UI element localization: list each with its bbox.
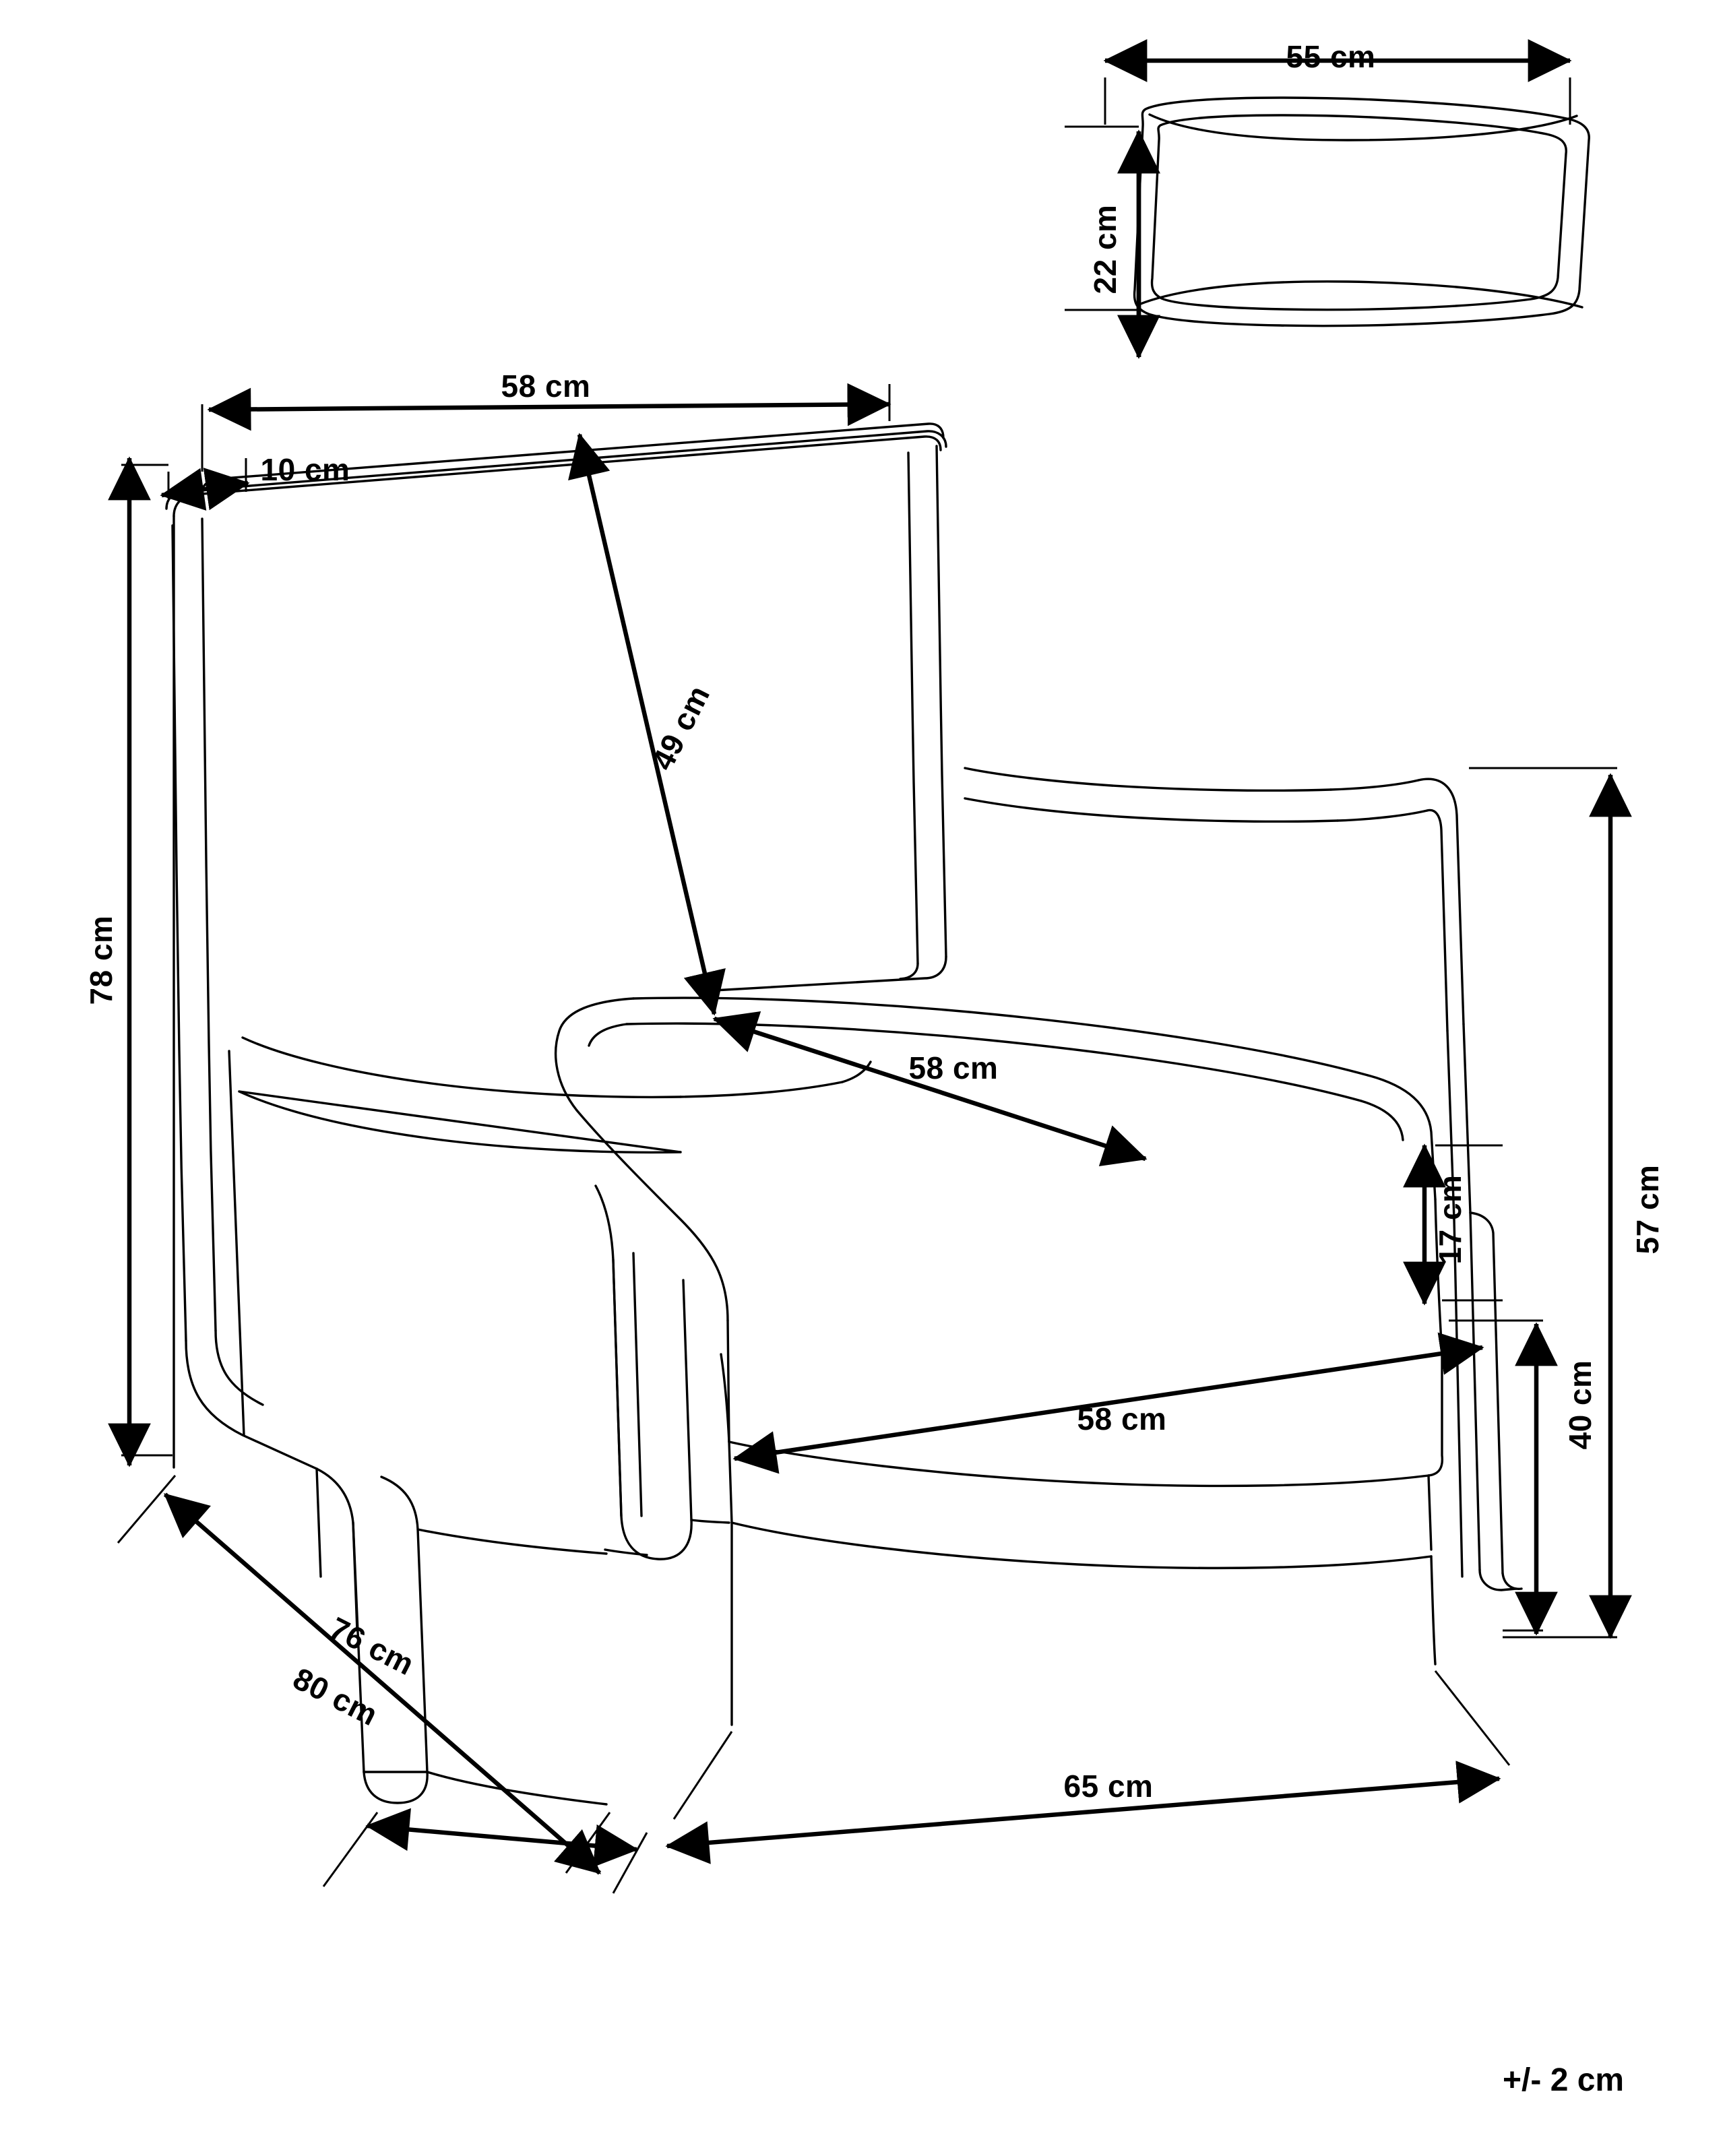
dim-arrow-65 — [665, 1761, 1501, 1864]
dim-label-seat-height: 40 cm — [1563, 1360, 1598, 1450]
dim-arrow-80 — [163, 1492, 602, 1875]
dim-arrow-10 — [160, 468, 250, 511]
dim-label-seat-width: 58 cm — [1077, 1401, 1167, 1436]
dim-label-total-width: 65 cm — [1063, 1769, 1154, 1804]
dim-label-cushion-width: 55 cm — [1286, 39, 1376, 74]
dimension-arrows — [108, 39, 1632, 1875]
tolerance-note: +/- 2 cm — [1503, 2062, 1625, 2098]
dim-label-backrest-width: 58 cm — [501, 369, 591, 404]
dim-label-armrest-height: 57 cm — [1630, 1164, 1665, 1255]
cushion-outline — [1133, 96, 1590, 327]
dim-arrow-49 — [568, 433, 726, 1016]
armchair-outline — [165, 422, 1523, 1806]
dim-label-seat-depth: 58 cm — [908, 1050, 999, 1085]
dim-label-total-height: 78 cm — [84, 915, 119, 1005]
dim-arrow-58-backrest — [207, 383, 891, 431]
dim-label-seat-cushion-height: 17 cm — [1433, 1174, 1468, 1265]
dim-label-cushion-height: 22 cm — [1088, 204, 1123, 294]
dim-label-armrest-offset: 10 cm — [260, 452, 350, 487]
dim-arrow-58-seat — [732, 1332, 1484, 1474]
dim-arrow-58-depth — [712, 1011, 1148, 1167]
